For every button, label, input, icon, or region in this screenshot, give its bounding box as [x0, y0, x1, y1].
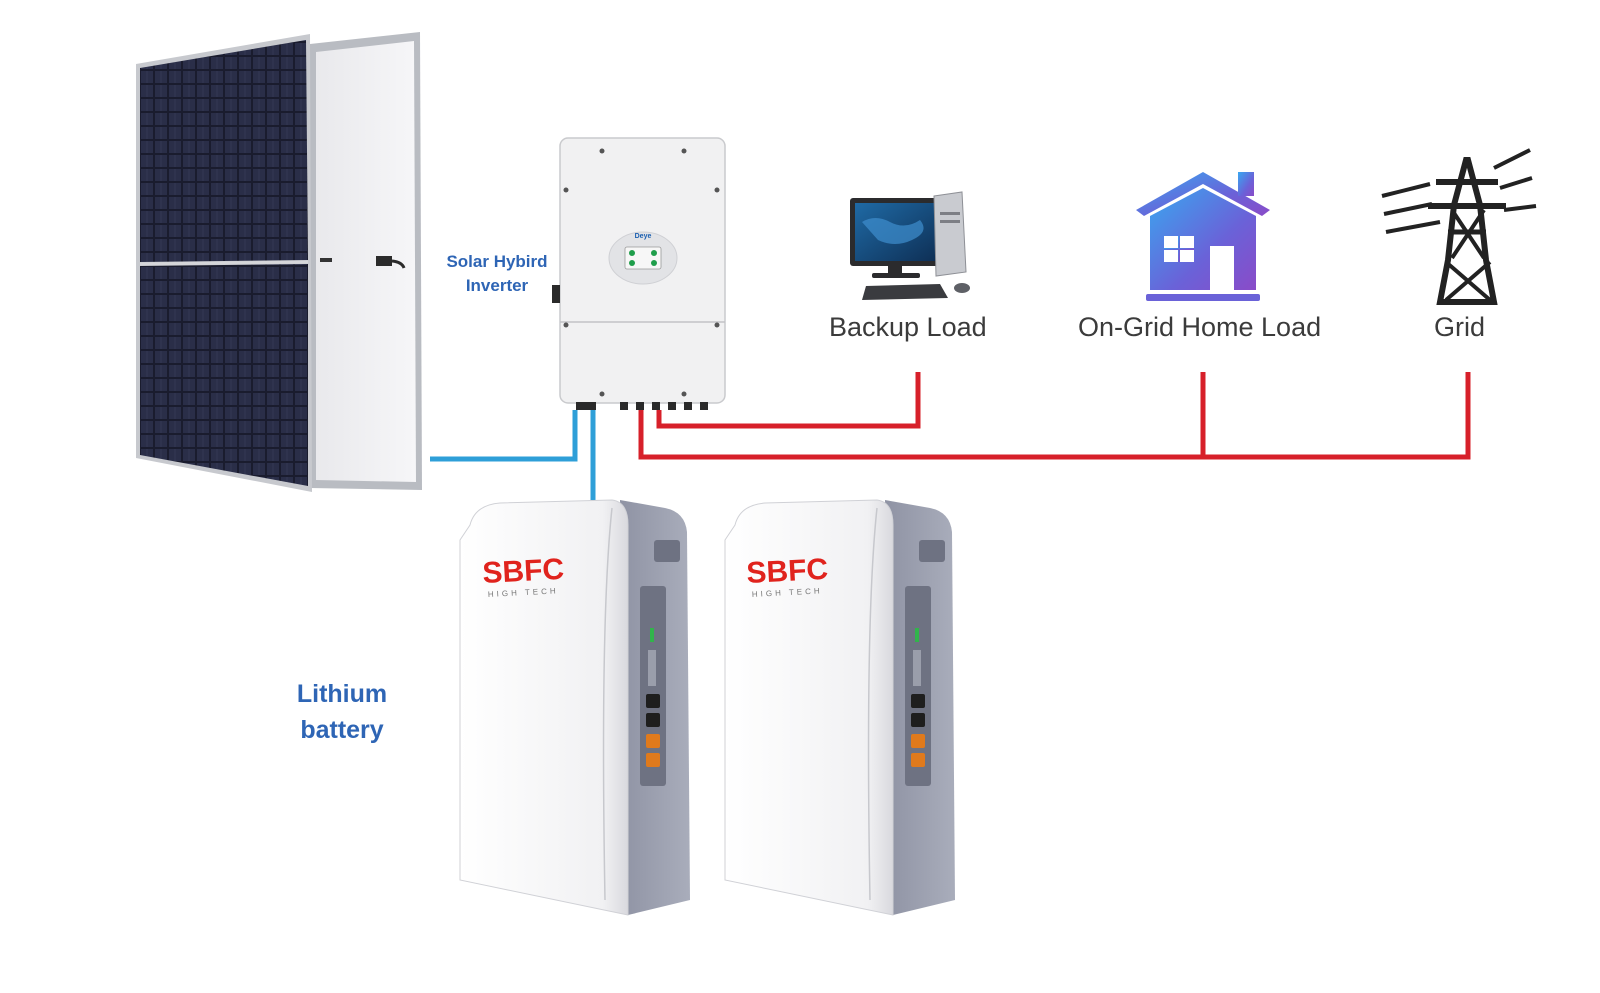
inverter-display: Deye	[608, 231, 678, 285]
battery-1-brand: SBFC	[482, 553, 565, 590]
inverter-label-line2: Inverter	[465, 276, 529, 295]
pv-to-inverter-wire	[430, 410, 578, 462]
ongrid-home-load-label: On-Grid Home Load	[1078, 312, 1322, 342]
grid-label: Grid	[1434, 312, 1486, 342]
grid-bus-wire	[638, 372, 1471, 460]
ac-wiring	[638, 372, 1471, 460]
power-tower-icon	[1381, 148, 1537, 305]
battery-2-tagline: HIGH TECH	[752, 586, 823, 599]
battery-2-brand: SBFC	[746, 553, 829, 590]
battery-label-line2: battery	[300, 716, 384, 744]
lithium-battery-2: SBFC HIGH TECH	[724, 499, 955, 916]
computer-icon	[850, 191, 970, 300]
solar-panel-group	[136, 32, 422, 492]
lithium-battery-1: SBFC HIGH TECH	[459, 499, 690, 916]
solar-panel-back	[310, 32, 422, 490]
backup-load-label: Backup Load	[829, 312, 987, 342]
dc-wiring	[430, 410, 596, 500]
inverter-label-line1: Solar Hybird	[446, 252, 548, 271]
home-icon	[1136, 172, 1270, 301]
inverter-brand: Deye	[635, 233, 652, 240]
battery-1-tagline: HIGH TECH	[488, 586, 559, 599]
backup-load-wire	[656, 372, 921, 429]
inverter-label: Solar Hybird Inverter	[432, 250, 562, 298]
battery-label-line1: Lithium	[296, 680, 388, 708]
solar-panel-front	[136, 34, 312, 492]
battery-label: Lithium battery	[272, 676, 412, 748]
hybrid-inverter: Deye	[552, 137, 726, 410]
inverter-connectors	[576, 402, 708, 410]
